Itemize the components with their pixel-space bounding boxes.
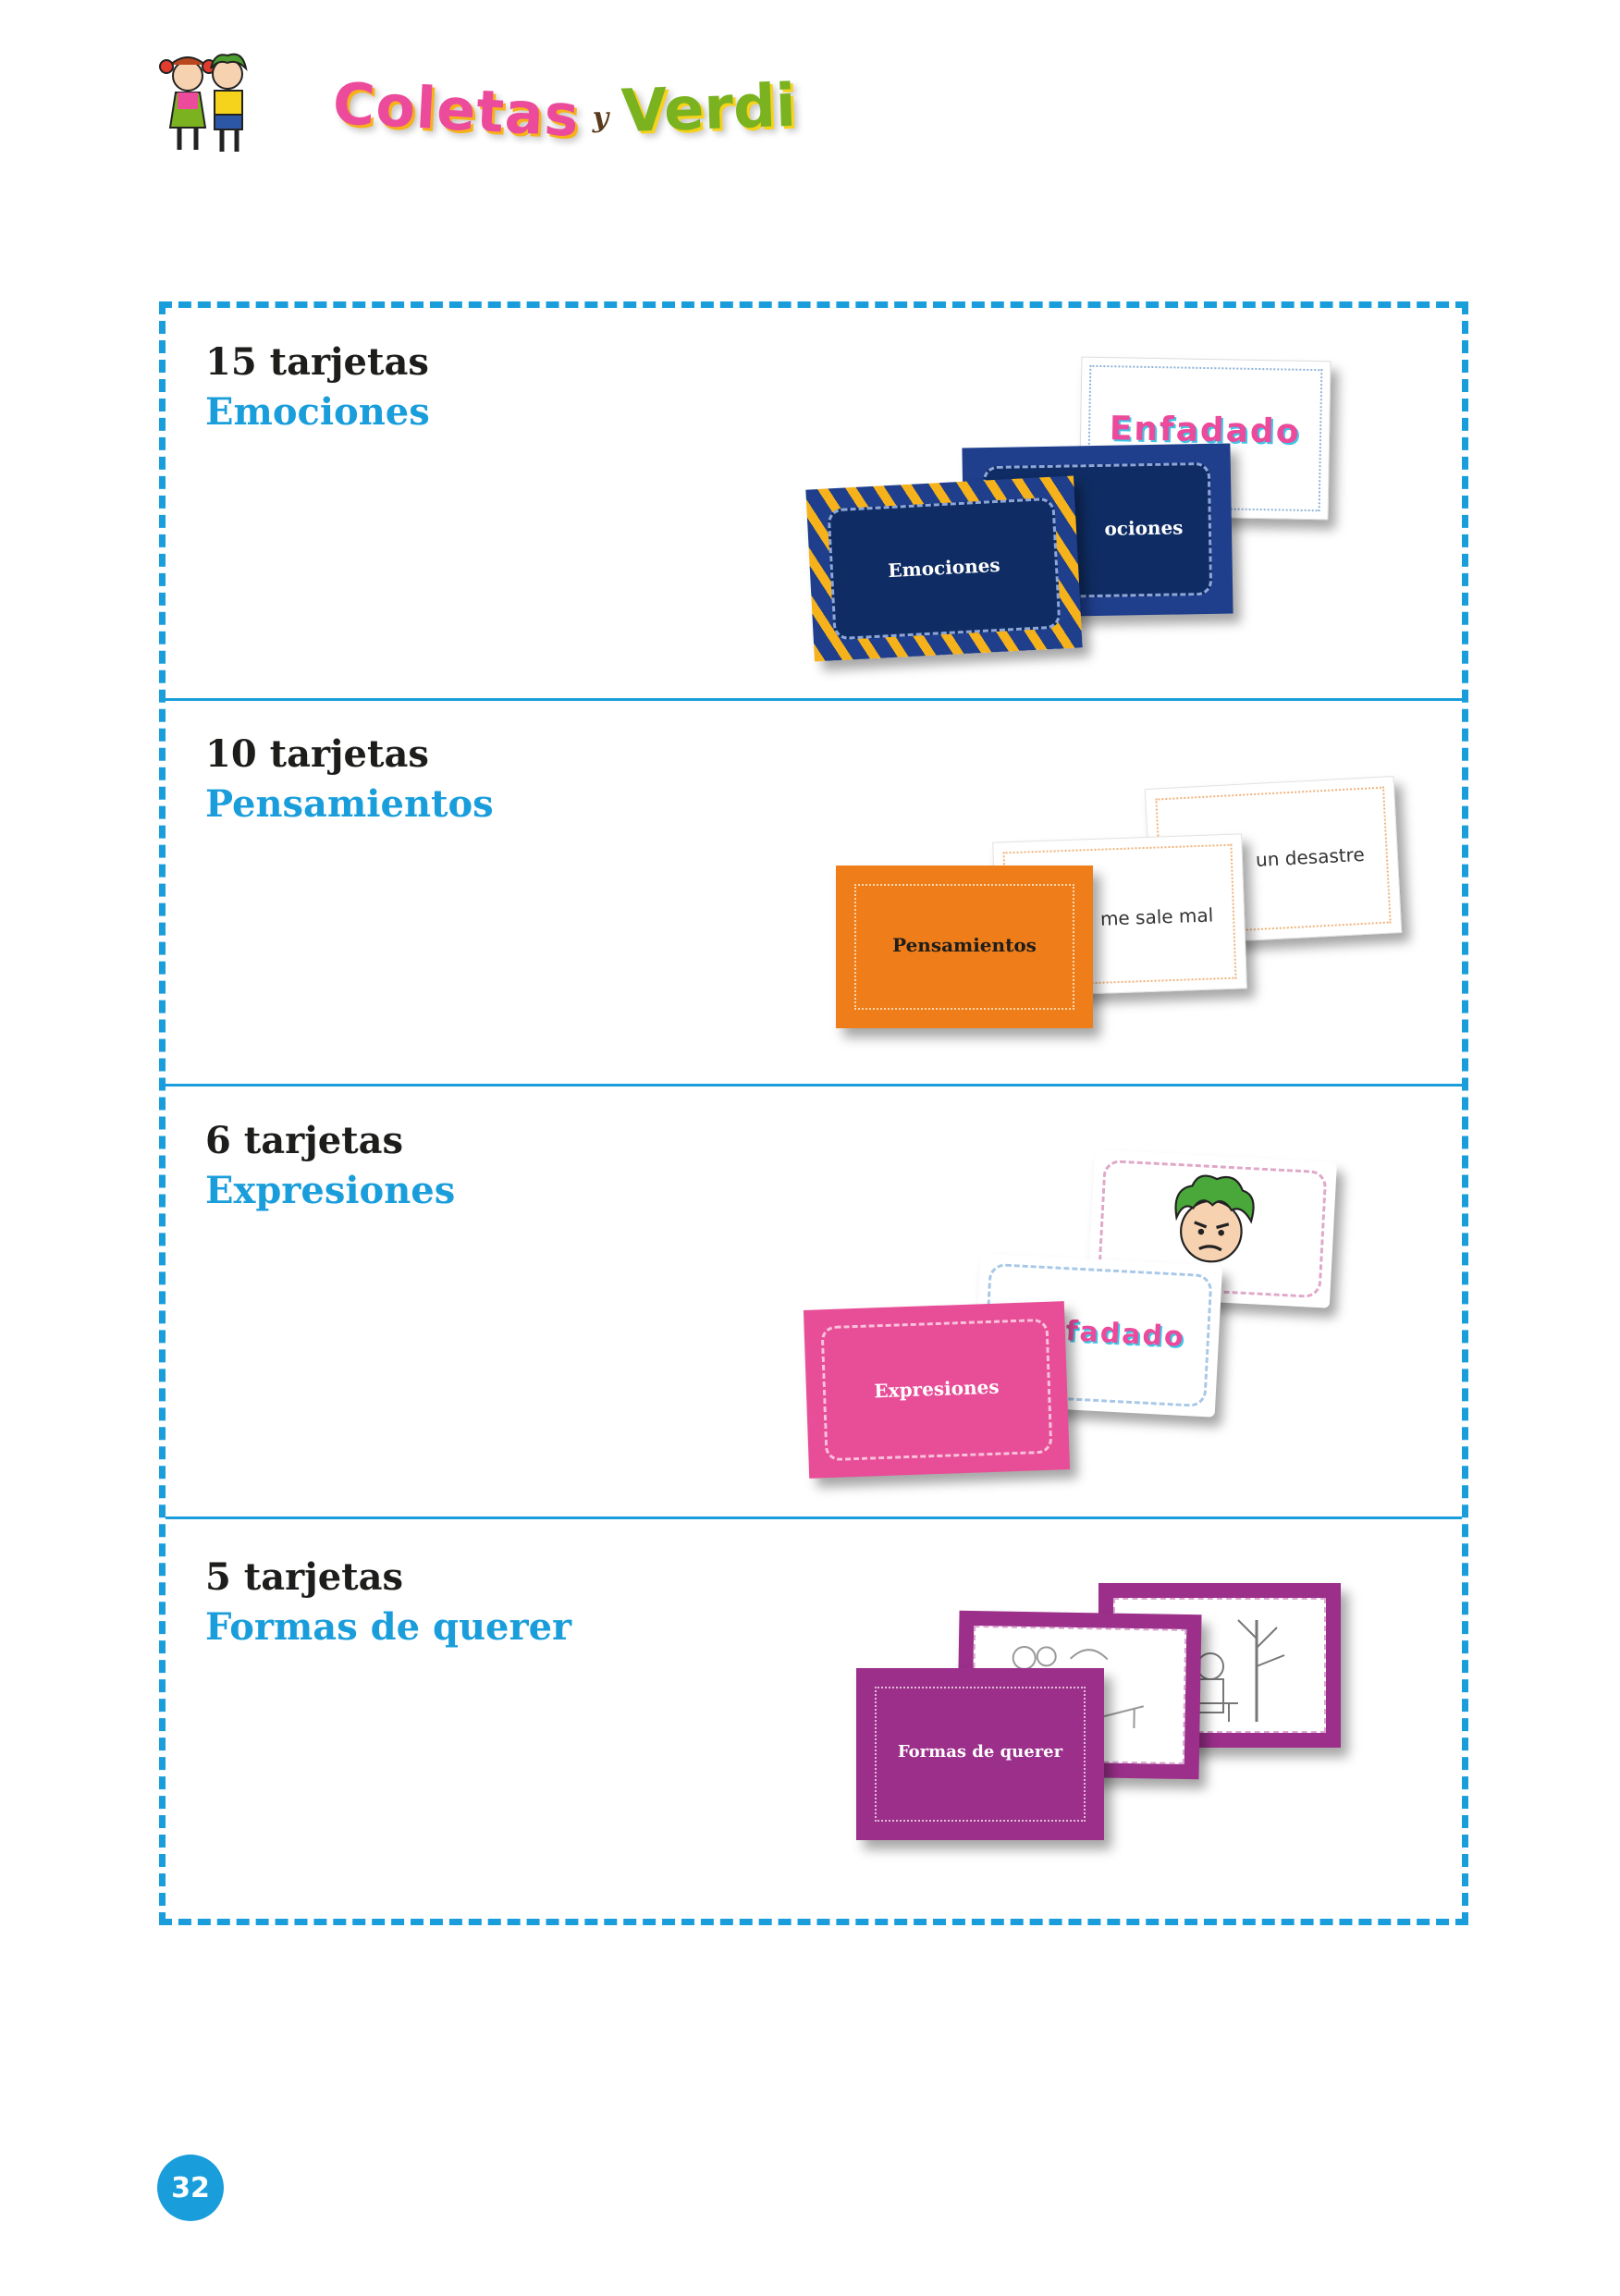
section-divider — [166, 698, 1462, 701]
card-pensamientos-front-label: Pensamientos — [892, 934, 1037, 956]
card-pensamientos-front: Pensamientos — [836, 866, 1093, 1028]
section-title-emociones: Emociones — [205, 390, 430, 434]
children-logo-illustration — [159, 53, 248, 152]
section-title-formas: Formas de querer — [205, 1605, 572, 1649]
section-title-pensamientos: Pensamientos — [205, 782, 494, 826]
card-emociones-front: Emociones — [805, 475, 1083, 662]
card-expresiones-back — [1087, 1149, 1337, 1308]
section-count-formas: 5 tarjetas — [205, 1555, 404, 1599]
logo-word-coletas: Coletas — [331, 69, 582, 150]
card-emociones-middle-label: ociones — [1104, 516, 1184, 540]
card-expresiones-front: Expresiones — [803, 1301, 1071, 1479]
cards-frame — [159, 301, 1468, 1925]
section-divider — [166, 1084, 1462, 1087]
section-count-expresiones: 6 tarjetas — [205, 1119, 404, 1162]
section-divider — [166, 1516, 1462, 1519]
card-formas-front: Formas de querer — [856, 1668, 1104, 1840]
section-title-expresiones: Expresiones — [205, 1169, 456, 1212]
card-formas-front-label: Formas de querer — [897, 1742, 1063, 1762]
angry-face-illustration — [1174, 1174, 1255, 1263]
page-number: 32 — [157, 2155, 224, 2221]
brand-logo: Coletas y Verdi — [331, 51, 797, 150]
section-count-emociones: 15 tarjetas — [205, 340, 429, 384]
logo-conjunction: y — [592, 102, 609, 134]
logo-word-verdi: Verdi — [620, 71, 798, 147]
section-count-pensamientos: 10 tarjetas — [205, 732, 429, 776]
